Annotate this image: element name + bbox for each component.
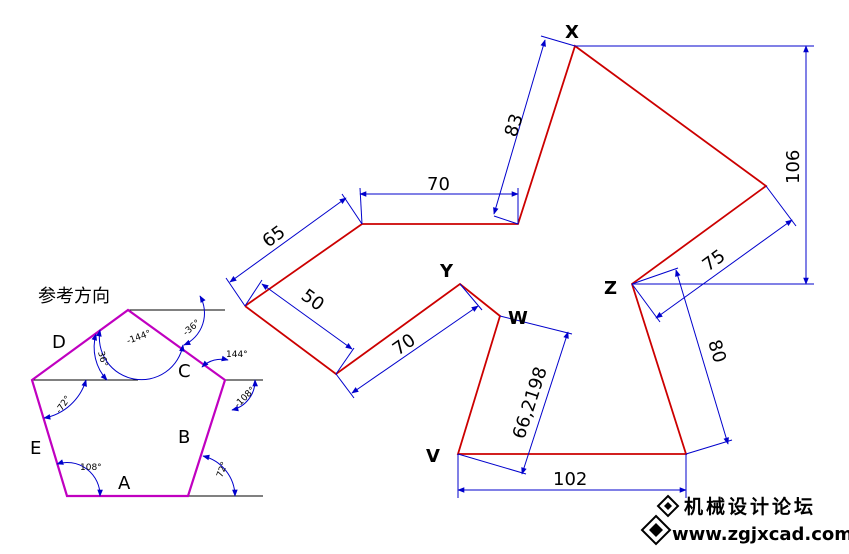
angle-arcs: [43, 295, 258, 497]
reference-vertex-labels: A B C D E: [30, 332, 191, 494]
point-label-w: W: [508, 308, 528, 329]
main-outline: [244, 44, 768, 455]
watermark: 机械设计论坛 www.zgjxcad.com: [640, 494, 849, 546]
dim-label-70-top: 70: [427, 174, 450, 195]
vertex-label-e: E: [30, 438, 41, 459]
point-labels: X Y Z W V: [426, 22, 617, 467]
dim-label-106: 106: [783, 150, 804, 184]
point-label-x: X: [565, 22, 579, 43]
dimension-lines: [229, 39, 809, 493]
dim-label-50: 50: [297, 285, 328, 315]
angle-label-neg36: -36°: [182, 318, 203, 338]
vertex-label-c: C: [178, 361, 191, 382]
angle-label-neg108: -108°: [233, 385, 258, 410]
watermark-logo-icon: [640, 494, 680, 546]
dim-label-65: 65: [259, 222, 290, 252]
reference-title: 参考方向: [38, 286, 110, 307]
reference-diagram: 参考方向 108° 72° -108° 144° -36°: [30, 286, 263, 498]
dimension-labels: 83 70 65 50 70 106 75 80 66,2198 102: [259, 111, 804, 490]
vertex-label-a: A: [118, 473, 131, 494]
dim-label-70-mid: 70: [389, 330, 420, 360]
vertex-label-b: B: [178, 427, 190, 448]
vertex-label-d: D: [52, 332, 66, 353]
angle-label-neg144: -144°: [126, 329, 153, 347]
watermark-title: 机械设计论坛: [684, 495, 816, 518]
dim-label-102: 102: [553, 469, 587, 490]
point-label-v: V: [426, 446, 440, 467]
dim-label-80: 80: [703, 337, 730, 365]
point-label-z: Z: [604, 278, 617, 299]
main-figure: 83 70 65 50 70 106 75 80 66,2198 102 X Y…: [225, 22, 814, 498]
point-label-y: Y: [439, 261, 454, 282]
angle-label-36: 36°: [95, 350, 109, 368]
angle-label-72: 72°: [215, 461, 230, 479]
dim-label-83: 83: [501, 111, 528, 139]
dim-label-75: 75: [699, 246, 730, 276]
angle-label-108: 108°: [80, 463, 102, 473]
watermark-url: www.zgjxcad.com: [672, 524, 849, 545]
angle-label-144: 144°: [226, 350, 248, 360]
